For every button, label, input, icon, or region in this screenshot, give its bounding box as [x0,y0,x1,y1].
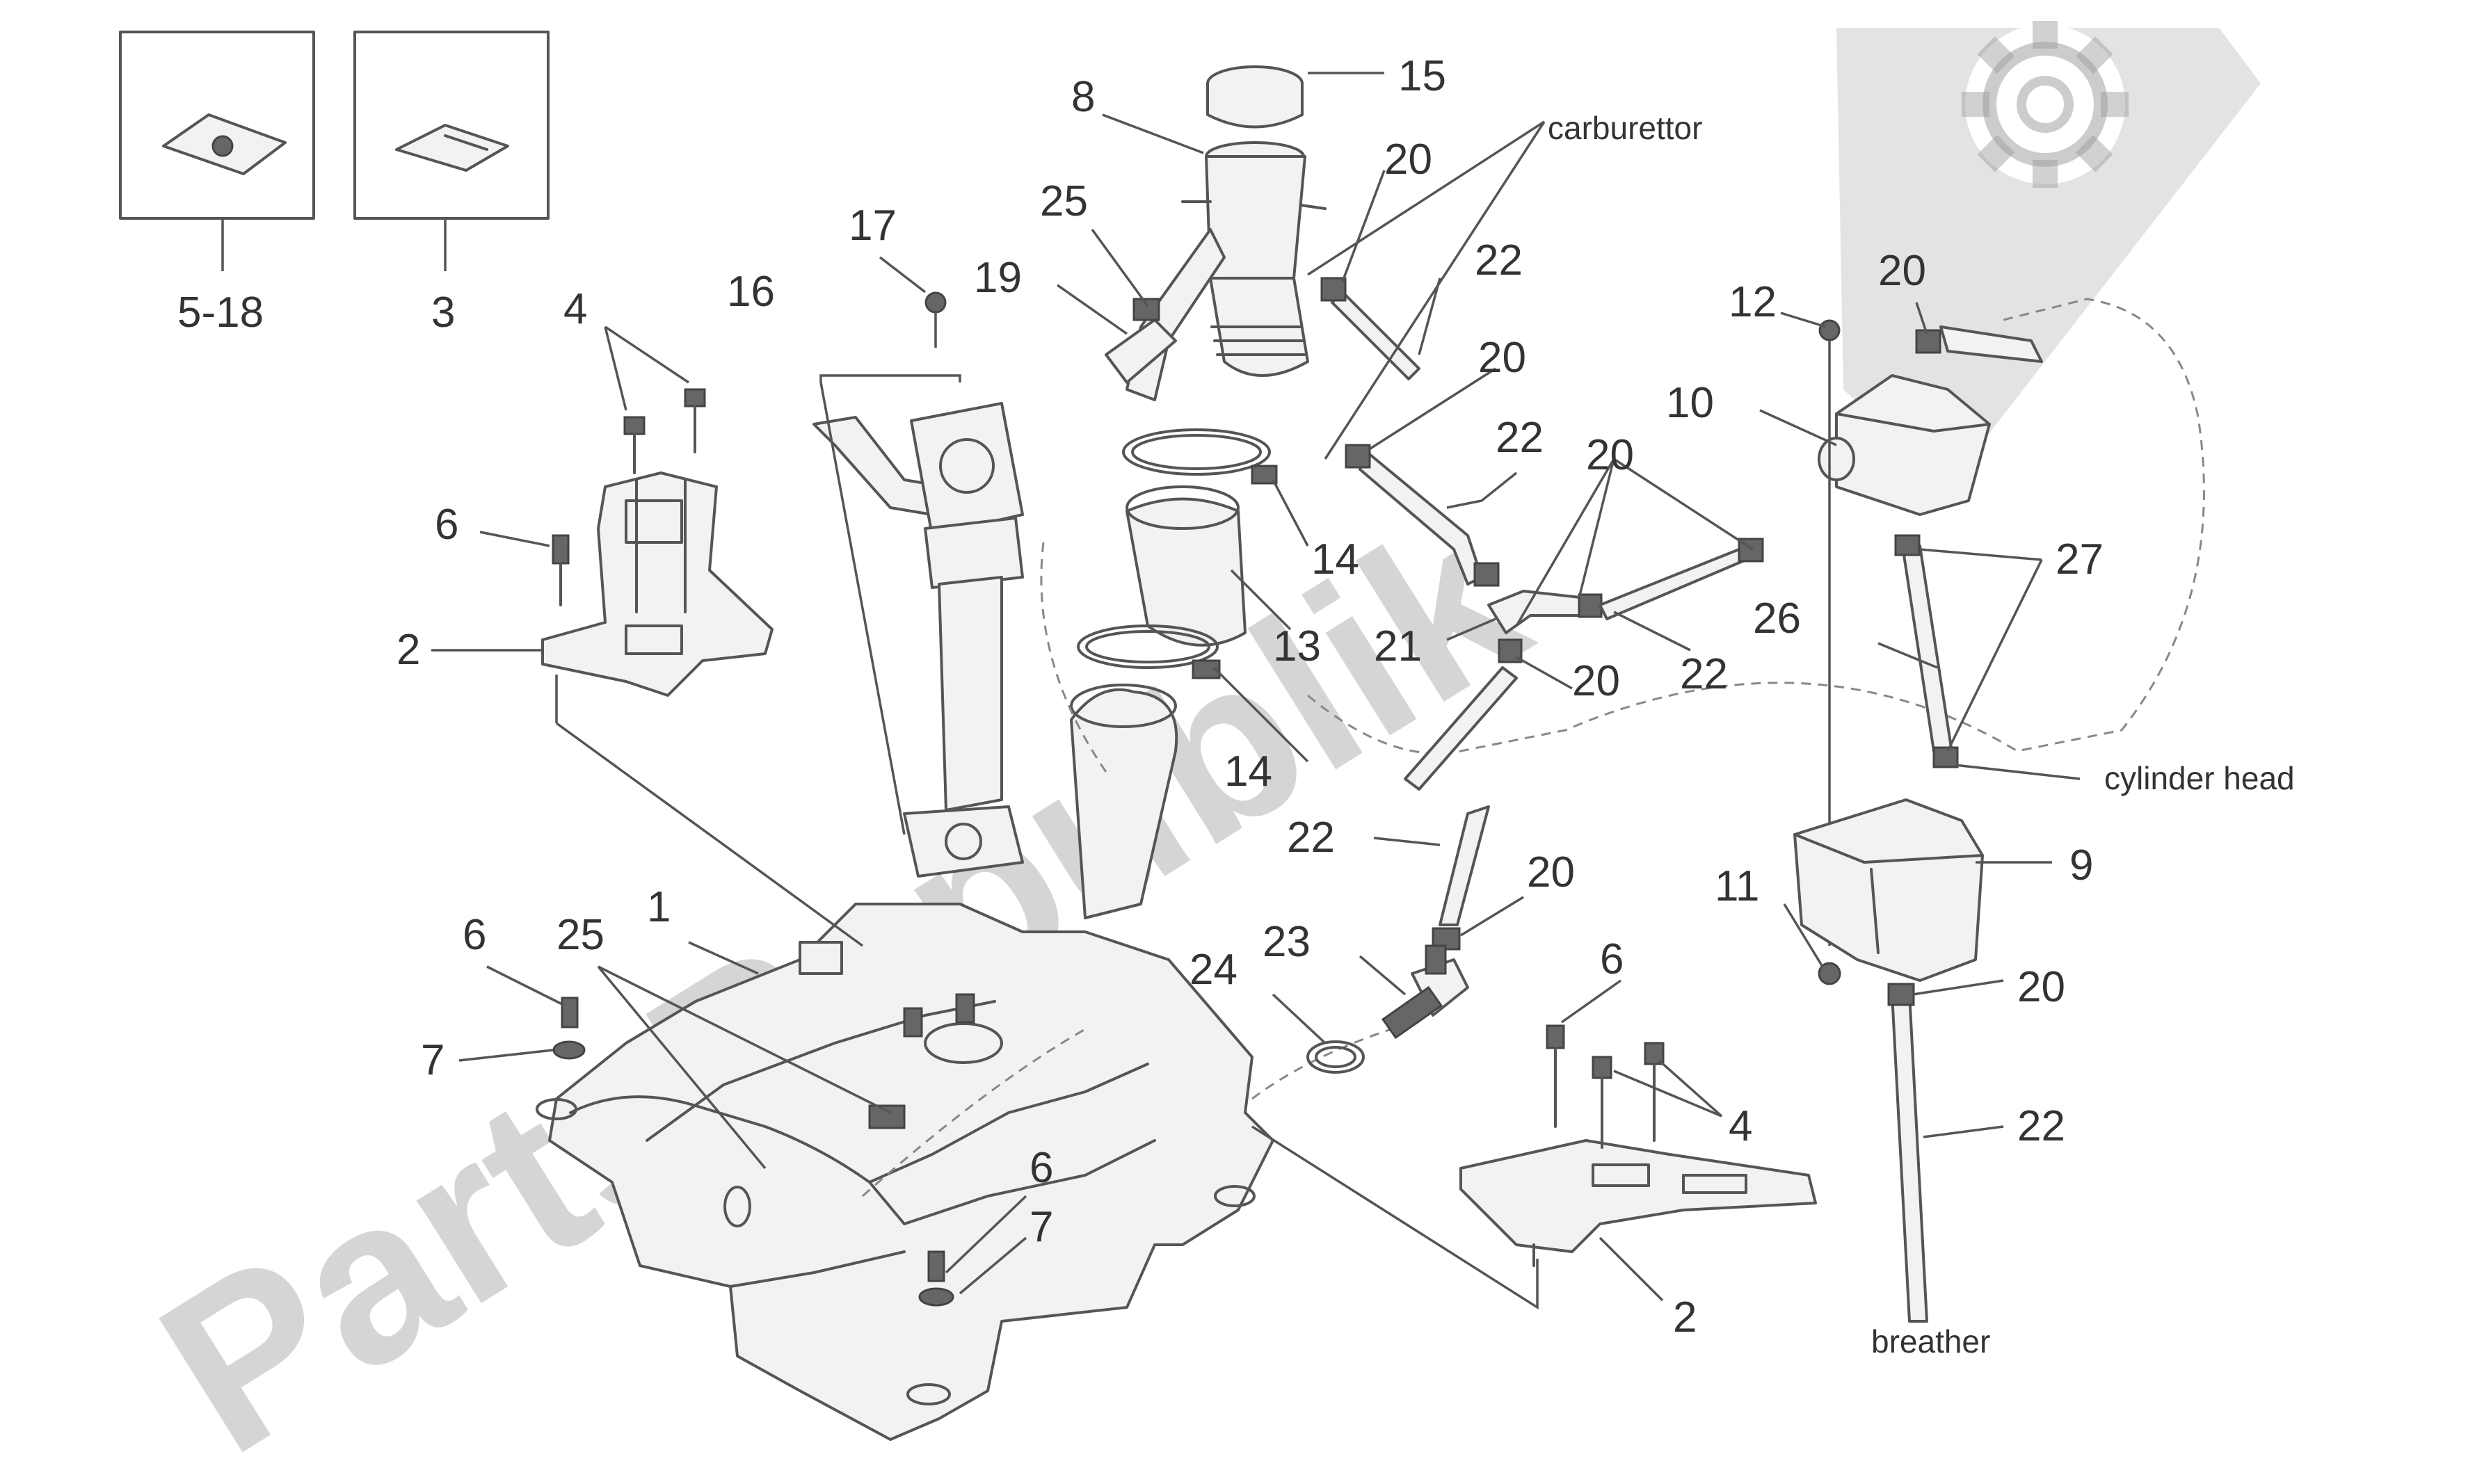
callout-23: 23 [1263,918,1311,966]
watermark-badge [1836,28,2261,487]
screw-4a [623,416,646,474]
callout-10: 10 [1666,379,1714,427]
callout-20: 20 [1878,247,1926,295]
callout-2: 2 [1673,1293,1697,1341]
callout-6: 6 [1030,1144,1053,1192]
fuel-pump [812,291,1024,878]
callout-1: 1 [647,883,671,931]
dashed-outline-2 [862,1028,1392,1197]
screw-6-center [927,1250,945,1282]
callout-20: 20 [2017,963,2065,1011]
label-breather: breather [1871,1323,1990,1360]
washer-7-center [918,1287,954,1307]
hose-22-center [1345,444,1500,587]
callout-16: 16 [727,268,775,316]
screw-6-right [1546,1024,1565,1128]
hose-22-top [1320,277,1420,380]
callout-15: 15 [1398,52,1446,100]
gear-icon [1962,21,2129,188]
callouts: 5-18 3 4 6 2 16 17 19 25 8 15 20 22 20 2… [177,52,2104,1341]
callout-14: 14 [1224,748,1272,796]
screw-4-right-a [1592,1056,1612,1149]
callout-8: 8 [1071,73,1095,121]
callout-21: 21 [1374,622,1422,670]
fuel-tank [536,903,1274,1441]
callout-9: 9 [2069,841,2093,889]
callout-4: 4 [563,285,587,333]
filler-pipe [1070,684,1178,919]
callout-25: 25 [556,911,604,959]
screw-4-right-b [1644,1042,1665,1142]
hose-22-lower [1432,805,1490,951]
hose-clamp-14-lower [1077,624,1221,679]
callout-12: 12 [1729,278,1777,326]
tee-fitting-21 [1404,538,1764,791]
hose-19 [1105,298,1177,384]
callout-11: 11 [1715,862,1759,910]
leader-lines [431,72,2081,1310]
clamp-24 [1306,1040,1365,1074]
screw-6-left [561,997,579,1029]
right-bracket [1459,1024,1817,1267]
fuel-tap-23 [1381,944,1469,1040]
screw-6-bracket [552,534,570,606]
callout-22: 22 [2017,1102,2065,1150]
callout-20: 20 [1572,657,1620,705]
label-cylinder-head: cylinder head [2104,760,2295,796]
callout-14: 14 [1311,535,1359,583]
hose-clamp-14-upper [1122,428,1278,485]
callout-20: 20 [1527,848,1575,896]
callout-27: 27 [2056,535,2104,583]
label-carburettor: carburettor [1548,110,1702,146]
callout-20: 20 [1384,136,1432,184]
callout-7: 7 [1030,1203,1053,1251]
part-3-box [353,31,550,271]
callout-17: 17 [849,202,897,250]
callout-25: 25 [1040,177,1088,225]
rubber-sleeve-13 [1126,485,1247,647]
callout-6: 6 [463,911,486,959]
callout-7: 7 [421,1036,444,1084]
callout-22: 22 [1680,650,1728,698]
hose-22-breather [1887,983,1928,1323]
callout-4: 4 [1729,1102,1752,1150]
callout-5-18: 5-18 [177,289,264,337]
left-bracket [541,388,774,697]
screw-4b [684,388,706,453]
callout-26: 26 [1753,595,1801,643]
callout-20: 20 [1478,334,1526,382]
callout-22: 22 [1475,236,1523,284]
callout-22: 22 [1496,414,1544,462]
callout-20: 20 [1586,431,1634,479]
callout-24: 24 [1190,946,1238,994]
callout-6: 6 [1600,935,1624,983]
callout-2: 2 [397,626,420,674]
labels: carburettor cylinder head breather [1548,110,2295,1360]
callout-13: 13 [1273,622,1321,670]
washer-7-left [552,1040,586,1060]
callout-19: 19 [974,254,1022,302]
callout-3: 3 [431,289,455,337]
part-5-18-box [119,31,315,271]
tray-9 [1793,798,1984,985]
hose-26 [1894,534,1959,768]
callout-22: 22 [1287,814,1335,862]
callout-6: 6 [435,501,458,549]
